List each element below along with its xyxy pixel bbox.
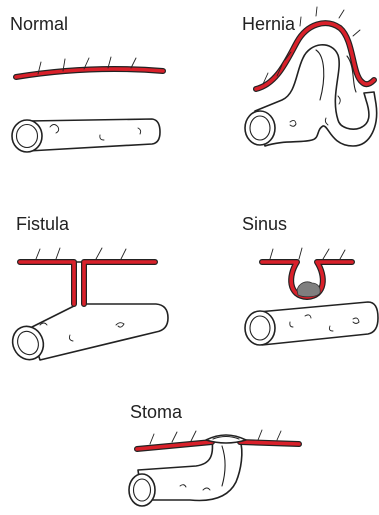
bowel-normal [12,119,160,152]
panel-label-stoma: Stoma [130,402,183,422]
sinus-debris [297,282,320,297]
panel-stoma: Stoma [129,402,299,506]
panel-hernia: Hernia [242,7,377,146]
panel-sinus: Sinus [242,214,378,345]
panel-label-sinus: Sinus [242,214,287,234]
panel-normal: Normal [10,14,163,152]
panel-label-fistula: Fistula [16,214,70,234]
panel-fistula: Fistula [7,214,168,365]
panel-label-hernia: Hernia [242,14,296,34]
abdominal-wall-sinus [262,248,352,297]
panel-label-normal: Normal [10,14,68,34]
abdominal-wall-normal [16,57,163,77]
bowel-sinus [245,302,378,345]
bowel-hernia [245,45,377,146]
bowel-fistula [7,262,168,365]
abdominal-wall-fistula [20,248,155,304]
